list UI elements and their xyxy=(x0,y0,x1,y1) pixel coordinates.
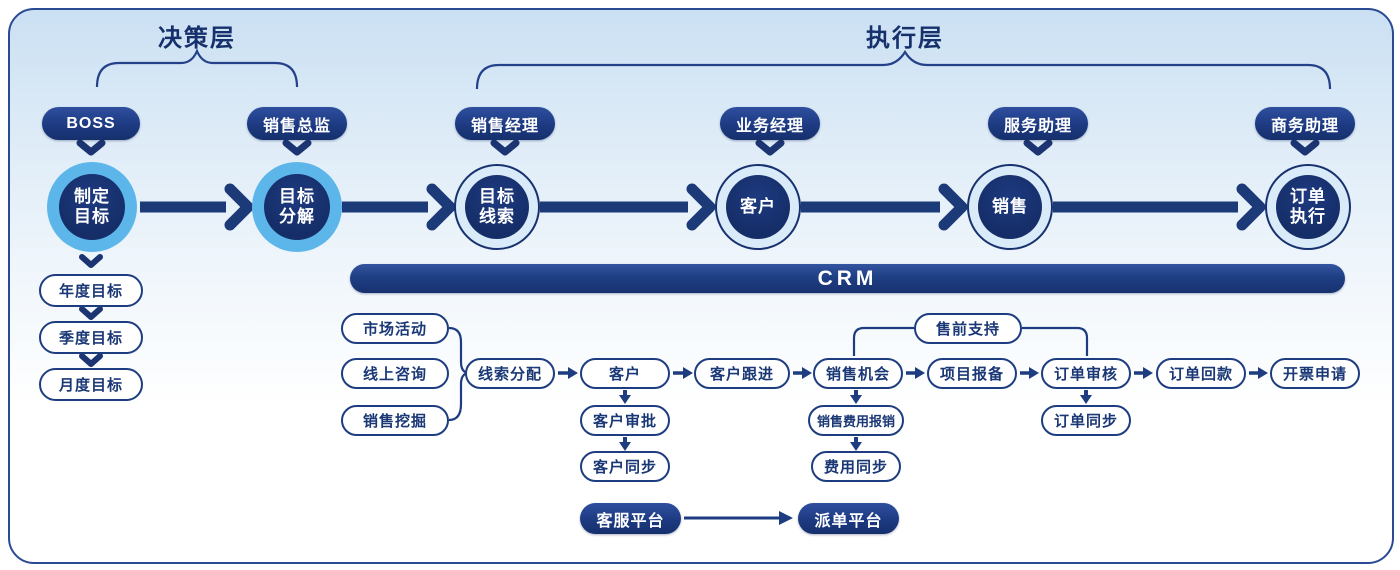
stage-label: 制定 xyxy=(74,187,110,207)
role-chevron-icons xyxy=(76,139,1320,156)
stage-label: 线索 xyxy=(479,207,515,226)
stage-circle-set-goal: 制定 目标 xyxy=(47,162,137,252)
flow-arrows-vertical xyxy=(619,390,1092,451)
flow-node-expense-sync: 费用同步 xyxy=(811,451,901,482)
flow-node-project-report: 项目报备 xyxy=(927,358,1017,389)
role-pill-business-manager: 业务经理 xyxy=(720,107,820,140)
stage-label: 目标 xyxy=(279,187,315,207)
stage-circle-goal-split-core: 目标 分解 xyxy=(264,174,330,240)
decision-brace xyxy=(95,48,299,88)
role-pill-service-assistant: 服务助理 xyxy=(988,107,1088,140)
flow-node-follow-up: 客户跟进 xyxy=(694,358,790,389)
goal-pill-annual: 年度目标 xyxy=(39,274,143,307)
execution-layer-title: 执行层 xyxy=(866,25,944,52)
role-pill-boss: BOSS xyxy=(42,107,140,140)
flow-node-customer-sync: 客户同步 xyxy=(580,451,670,482)
flow-node-order-review: 订单审核 xyxy=(1041,358,1131,389)
stage-circle-sales: 销售 xyxy=(967,164,1053,250)
stage-circle-order-exec: 订单 执行 xyxy=(1265,164,1351,250)
stage-label: 目标 xyxy=(479,187,515,207)
platform-pill-service: 客服平台 xyxy=(580,503,681,534)
stage-arrows xyxy=(140,183,1266,231)
flow-node-sales-mining: 销售挖掘 xyxy=(341,405,449,436)
flow-node-opportunity: 销售机会 xyxy=(813,358,903,389)
flow-node-customer-approval: 客户审批 xyxy=(580,405,670,436)
role-pill-sales-director: 销售总监 xyxy=(247,107,347,140)
stage-circle-customer-core: 客户 xyxy=(726,175,790,239)
flow-arrows-horizontal xyxy=(558,367,1268,379)
stage-circle-goal-split: 目标 分解 xyxy=(252,162,342,252)
stage-circle-customer: 客户 xyxy=(715,164,801,250)
platform-pill-dispatch: 派单平台 xyxy=(798,503,899,534)
flow-node-order-sync: 订单同步 xyxy=(1041,405,1131,436)
goal-pill-quarterly: 季度目标 xyxy=(39,321,143,354)
flow-node-lead-assign: 线索分配 xyxy=(465,358,555,389)
stage-circle-set-goal-core: 制定 目标 xyxy=(59,174,125,240)
stage-label: 执行 xyxy=(1290,207,1326,226)
stage-circle-sales-core: 销售 xyxy=(978,175,1042,239)
flow-node-order-payment: 订单回款 xyxy=(1156,358,1246,389)
goal-chevron-icons xyxy=(79,254,103,367)
role-pill-sales-manager: 销售经理 xyxy=(455,107,555,140)
stage-label: 目标 xyxy=(74,207,110,226)
execution-brace xyxy=(475,49,1332,90)
crm-bar: CRM xyxy=(350,264,1345,293)
goal-pill-monthly: 月度目标 xyxy=(39,368,143,401)
stage-label: 销售 xyxy=(992,197,1028,217)
stage-label: 分解 xyxy=(279,207,315,226)
stage-circle-goal-leads-core: 目标 线索 xyxy=(465,175,529,239)
flow-node-presale-support: 售前支持 xyxy=(914,313,1022,344)
presale-bracket xyxy=(852,326,1089,356)
flow-node-expense-report: 销售费用报销 xyxy=(808,405,904,436)
decision-layer-title: 决策层 xyxy=(158,25,236,52)
role-pill-commerce-assistant: 商务助理 xyxy=(1255,107,1355,140)
platform-arrow xyxy=(684,511,793,525)
flow-node-online-consult: 线上咨询 xyxy=(341,358,449,389)
stage-circle-goal-leads: 目标 线索 xyxy=(454,164,540,250)
flow-node-invoice-request: 开票申请 xyxy=(1270,358,1360,389)
stage-label: 客户 xyxy=(740,197,776,217)
flow-node-customer: 客户 xyxy=(580,358,670,389)
stage-label: 订单 xyxy=(1290,187,1326,207)
stage-circle-order-exec-core: 订单 执行 xyxy=(1276,175,1340,239)
flow-node-market-activity: 市场活动 xyxy=(341,313,449,344)
